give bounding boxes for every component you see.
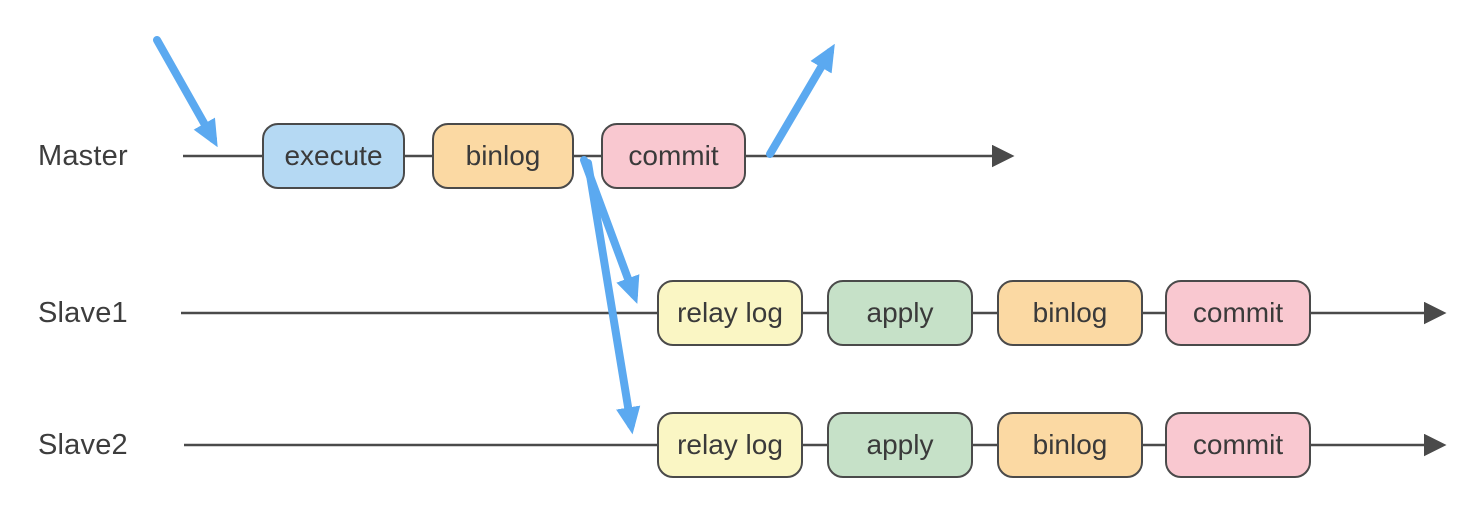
binlog-to-slave2-arrow [584, 159, 641, 435]
lane-label-slave1: Slave1 [38, 296, 128, 329]
stage-box-slave2-apply: apply [827, 412, 973, 478]
stage-box-slave2-binlog: binlog [997, 412, 1143, 478]
lane-label-slave2: Slave2 [38, 428, 128, 461]
stage-box-slave2-relay-log: relay log [657, 412, 803, 478]
stage-box-slave1-binlog: binlog [997, 280, 1143, 346]
stage-box-master-binlog: binlog [432, 123, 574, 189]
stage-box-slave1-apply: apply [827, 280, 973, 346]
stage-box-slave2-commit: commit [1165, 412, 1311, 478]
master-commit-outgoing-arrow [766, 43, 835, 158]
incoming-transaction-arrow [153, 36, 218, 148]
stage-box-slave1-commit: commit [1165, 280, 1311, 346]
lane-label-master: Master [38, 139, 128, 172]
stage-box-master-commit: commit [601, 123, 746, 189]
stage-box-slave1-relay-log: relay log [657, 280, 803, 346]
stage-box-master-execute: execute [262, 123, 405, 189]
